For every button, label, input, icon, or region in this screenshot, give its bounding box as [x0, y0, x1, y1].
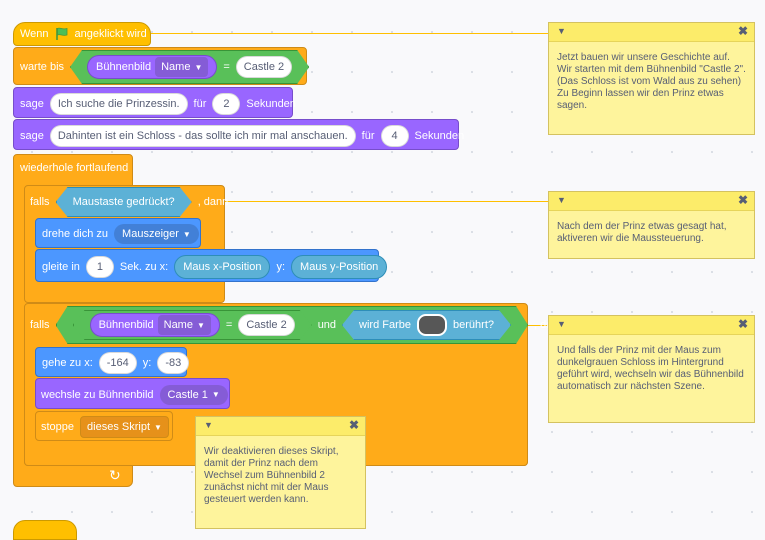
backdrop-reporter-1[interactable]: Bühnenbild Name ▼: [87, 55, 217, 79]
glide-y-label: y:: [276, 260, 286, 273]
stop-label: stoppe: [41, 421, 75, 433]
comment-note-1[interactable]: ▼ ✖ Jetzt bauen wir unsere Geschichte au…: [548, 22, 755, 135]
equals-operator-2[interactable]: Bühnenbild Name ▼ = Castle 2: [73, 310, 312, 340]
chevron-down-icon: ▼: [154, 422, 162, 432]
stop-option-dropdown[interactable]: dieses Skript ▼: [80, 416, 169, 438]
comment-note-2[interactable]: ▼ ✖ Nach dem der Prinz etwas gesagt hat,…: [548, 191, 755, 259]
collapse-icon[interactable]: ▼: [204, 420, 213, 430]
hat-prefix: Wenn: [20, 28, 49, 40]
close-icon[interactable]: ✖: [348, 418, 359, 432]
mouse-x-reporter[interactable]: Maus x-Position: [174, 254, 271, 279]
collapse-icon[interactable]: ▼: [557, 319, 566, 329]
mouse-down-sensor[interactable]: Maustaste gedrückt?: [56, 187, 192, 217]
note-header[interactable]: ▼ ✖: [549, 23, 754, 42]
say-secs-input-2[interactable]: 4: [380, 124, 409, 147]
stop-block[interactable]: stoppe dieses Skript ▼: [35, 411, 173, 441]
mouse-down-label: Maustaste gedrückt?: [72, 196, 175, 208]
note-text[interactable]: Jetzt bauen wir unsere Geschichte auf. W…: [557, 52, 746, 111]
touched-label: berührt?: [453, 319, 494, 331]
note-header[interactable]: ▼ ✖: [549, 192, 754, 211]
close-icon[interactable]: ✖: [737, 317, 748, 331]
point-target-value: Mauszeiger: [122, 228, 179, 240]
point-towards-block[interactable]: drehe dich zu Mauszeiger ▼: [35, 218, 201, 248]
say-text-input-1[interactable]: Ich suche die Prinzessin.: [49, 92, 188, 115]
backdrop-reporter-2[interactable]: Bühnenbild Name ▼: [90, 313, 220, 337]
and-operator[interactable]: Bühnenbild Name ▼ = Castle 2 und wird Fa…: [56, 306, 528, 344]
glide-secs-input[interactable]: 1: [85, 255, 114, 278]
color-swatch[interactable]: [417, 314, 447, 336]
equals-operator-1[interactable]: Bühnenbild Name ▼ = Castle 2: [70, 50, 309, 84]
for-label-2: für: [361, 129, 375, 142]
backdrop-reporter-2-label: Bühnenbild: [98, 319, 154, 331]
close-icon[interactable]: ✖: [737, 24, 748, 38]
chevron-down-icon: ▼: [211, 390, 220, 399]
if2-label: falls: [30, 319, 50, 331]
backdrop-dropdown[interactable]: Castle 1 ▼: [159, 384, 228, 405]
equals-sign-2: =: [225, 319, 233, 331]
note-text[interactable]: Wir deaktivieren dieses Skript, damit de…: [204, 446, 339, 505]
backdrop-field-2-value: Name: [163, 319, 193, 331]
goto-label: gehe zu x:: [42, 357, 93, 369]
glide-mid-label: Sek. zu x:: [119, 260, 169, 273]
wait-until-label: warte bis: [20, 61, 65, 73]
note-header[interactable]: ▼ ✖: [549, 316, 754, 335]
chevron-down-icon: ▼: [182, 229, 191, 239]
when-flag-clicked-block[interactable]: Wenn angeklickt wird: [13, 22, 151, 46]
say-label-2: sage: [20, 129, 44, 142]
glide-label: gleite in: [42, 260, 80, 273]
glide-to-xy-block[interactable]: gleite in 1 Sek. zu x: Maus x-Position y…: [35, 249, 388, 282]
if1-then-label: , dann: [197, 196, 229, 208]
go-to-xy-block[interactable]: gehe zu x: -164 y: -83: [35, 347, 190, 377]
note-connector-3: [527, 325, 549, 326]
chevron-down-icon: ▼: [196, 320, 205, 330]
if1-label: falls: [30, 196, 50, 208]
chevron-down-icon: ▼: [194, 62, 203, 72]
forever-label: wiederhole fortlaufend: [20, 162, 129, 174]
green-flag-icon: [55, 27, 67, 40]
second-hat-block[interactable]: [13, 520, 77, 540]
comment-note-4[interactable]: ▼ ✖ Wir deaktivieren dieses Skript, dami…: [195, 416, 366, 529]
backdrop-value: Castle 1: [167, 388, 208, 401]
close-icon[interactable]: ✖: [737, 193, 748, 207]
backdrop-reporter-1-label: Bühnenbild: [96, 61, 152, 73]
collapse-icon[interactable]: ▼: [557, 26, 566, 36]
stop-option-value: dieses Skript: [87, 421, 151, 433]
note-connector-2: [224, 201, 550, 202]
backdrop-field-1-value: Name: [161, 61, 191, 73]
mouse-y-reporter[interactable]: Maus y-Position: [291, 254, 388, 279]
secs-label-2: Sekunden: [414, 129, 465, 142]
touching-color-label: wird Farbe: [359, 319, 412, 331]
note-header[interactable]: ▼ ✖: [196, 417, 365, 436]
castle2-input-1[interactable]: Castle 2: [236, 56, 292, 78]
for-label-1: für: [193, 97, 207, 110]
goto-y-label: y:: [142, 357, 152, 369]
say-for-secs-block-1[interactable]: sage Ich suche die Prinzessin. für 2 Sek…: [13, 87, 296, 118]
note-text[interactable]: Und falls der Prinz mit der Maus zum dun…: [557, 345, 744, 392]
comment-note-3[interactable]: ▼ ✖ Und falls der Prinz mit der Maus zum…: [548, 315, 755, 423]
and-label: und: [317, 319, 337, 331]
say-text-input-2[interactable]: Dahinten ist ein Schloss - das sollte ic…: [49, 124, 356, 147]
backdrop-field-dropdown-1[interactable]: Name ▼: [155, 57, 208, 77]
goto-x-input[interactable]: -164: [98, 352, 137, 374]
say-label-1: sage: [20, 97, 44, 110]
goto-y-input[interactable]: -83: [157, 352, 190, 374]
touching-color-sensor[interactable]: wird Farbe berührt?: [342, 310, 511, 340]
secs-label-1: Sekunden: [246, 97, 296, 110]
wait-until-block[interactable]: warte bis Bühnenbild Name ▼ = Castle 2: [13, 47, 307, 85]
point-target-dropdown[interactable]: Mauszeiger ▼: [114, 224, 199, 244]
backdrop-field-dropdown-2[interactable]: Name ▼: [158, 315, 211, 335]
note-text[interactable]: Nach dem der Prinz etwas gesagt hat, akt…: [557, 221, 727, 244]
loop-arrow-icon: ↻: [109, 467, 121, 483]
switch-backdrop-label: wechsle zu Bühnenbild: [41, 388, 154, 401]
say-secs-input-1[interactable]: 2: [212, 92, 241, 115]
say-for-secs-block-2[interactable]: sage Dahinten ist ein Schloss - das soll…: [13, 119, 464, 150]
equals-sign-1: =: [223, 61, 230, 73]
collapse-icon[interactable]: ▼: [557, 195, 566, 205]
switch-backdrop-block[interactable]: wechsle zu Bühnenbild Castle 1 ▼: [35, 378, 230, 409]
note-connector-1: [150, 33, 550, 34]
hat-suffix: angeklickt wird: [74, 28, 147, 40]
point-towards-label: drehe dich zu: [42, 228, 109, 240]
castle2-input-2[interactable]: Castle 2: [238, 314, 294, 336]
